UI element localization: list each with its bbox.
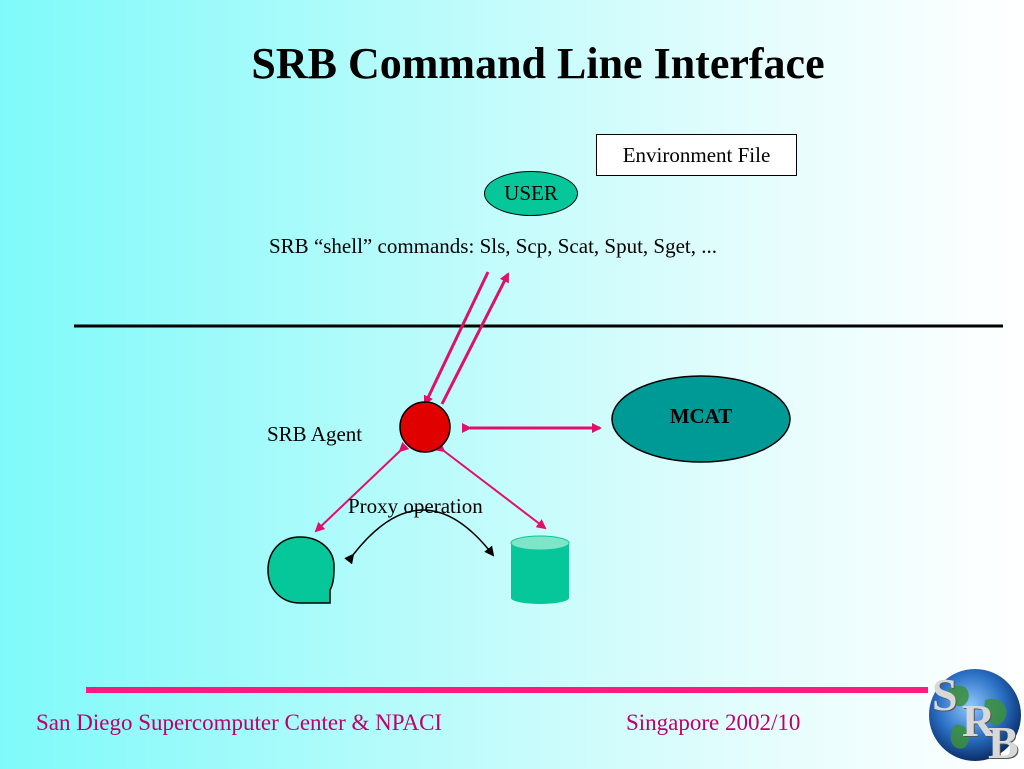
shell-commands-label: SRB “shell” commands: Sls, Scp, Scat, Sp… — [269, 234, 718, 258]
footer-event-date: Singapore 2002/10 — [626, 710, 801, 735]
slide-title: SRB Command Line Interface — [251, 39, 825, 88]
srb-logo — [929, 669, 1021, 761]
logo-letter-r: R — [962, 695, 996, 746]
arrow-agent-right-storage — [434, 442, 547, 530]
file-system-icon — [267, 536, 335, 604]
srb-agent-node — [399, 401, 451, 453]
srb-agent-label: SRB Agent — [267, 422, 363, 446]
user-node: USER — [484, 171, 578, 216]
footer-organization: San Diego Supercomputer Center & NPACI — [36, 710, 443, 735]
arrow-agent-to-user — [440, 272, 510, 405]
arrow-agent-left-storage — [314, 441, 410, 533]
srb-logo-letters: S R B — [928, 669, 1024, 768]
database-cylinder-icon — [510, 535, 570, 604]
proxy-operation-arc — [344, 509, 495, 565]
logo-letter-s: S — [932, 669, 958, 720]
mcat-node — [611, 375, 791, 463]
mcat-label: MCAT — [669, 404, 733, 428]
logo-letter-b: B — [988, 717, 1019, 768]
footer-bar — [86, 687, 928, 693]
environment-file-box: Environment File — [596, 134, 797, 176]
proxy-operation-label: Proxy operation — [348, 494, 483, 518]
arrow-user-to-agent — [423, 271, 490, 406]
